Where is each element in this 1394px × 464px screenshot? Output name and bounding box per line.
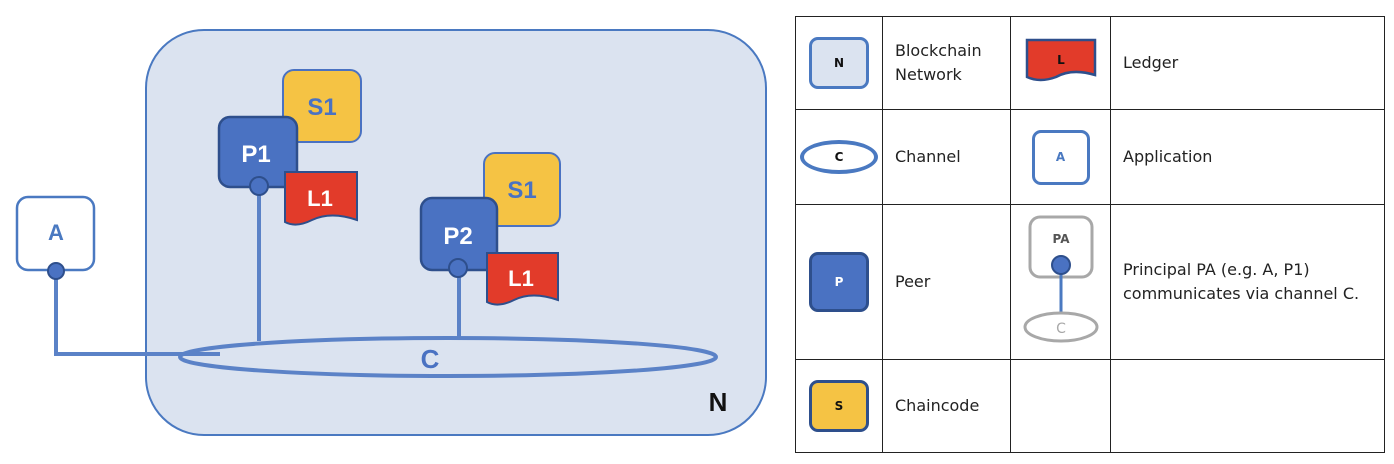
network-label: N <box>709 387 728 417</box>
application-connector-line <box>54 271 220 356</box>
application-label: A <box>48 220 64 245</box>
legend-row: P Peer PA C Principal PA (e.g. A, P1) co… <box>795 204 1385 360</box>
channel-ellipse <box>178 336 718 378</box>
peer2-chaincode-box <box>483 152 561 227</box>
peer-symbol: P <box>809 252 869 312</box>
legend-channel-symbol-cell: C <box>795 109 883 205</box>
application-symbol: A <box>1031 129 1090 185</box>
channel-label: C <box>421 344 440 374</box>
legend-row: C Channel A Application <box>795 109 1385 205</box>
legend-chaincode-label: Chaincode <box>882 359 1011 453</box>
legend-row: S Chaincode <box>795 359 1385 453</box>
legend-row: N Blockchain Network L Ledger <box>795 16 1385 110</box>
legend-ledger-symbol-cell: L <box>1010 16 1111 110</box>
network-symbol: N <box>809 37 869 89</box>
chaincode-symbol: S <box>809 380 869 432</box>
peer1-ledger-label: L1 <box>307 186 333 211</box>
peer2-connector-dot <box>448 258 468 278</box>
ledger-symbol: L <box>1025 38 1096 81</box>
legend-application-label: Application <box>1110 109 1385 205</box>
principal-channel-label: C <box>1056 321 1066 337</box>
network-diagram: N A C S1 P1 L1 S1 P2 L1 <box>15 29 767 436</box>
peer2-ledger-shape <box>486 252 559 306</box>
legend-empty-cell <box>1010 359 1111 453</box>
application-connector-dot <box>47 262 65 280</box>
ledger-symbol-label: L <box>1057 53 1065 67</box>
legend-peer-symbol-cell: P <box>795 204 883 360</box>
legend-empty-cell <box>1110 359 1385 453</box>
peer2-label: P2 <box>443 223 472 250</box>
legend-principal-symbol-cell: PA C <box>1010 204 1111 360</box>
legend-channel-label: Channel <box>882 109 1011 205</box>
legend-chaincode-symbol-cell: S <box>795 359 883 453</box>
legend-network-label: Blockchain Network <box>882 16 1011 110</box>
legend-peer-label: Peer <box>882 204 1011 360</box>
peer2-chaincode-label: S1 <box>507 177 536 204</box>
peer1-label: P1 <box>241 141 270 168</box>
peer1-connector-dot <box>249 176 269 196</box>
legend-principal-label: Principal PA (e.g. A, P1) communicates v… <box>1110 204 1385 360</box>
peer1-chaincode-box <box>282 69 362 143</box>
peer2-ledger-label: L1 <box>508 266 534 291</box>
peer1-chaincode-label: S1 <box>307 94 336 121</box>
legend-ledger-label: Ledger <box>1110 16 1385 110</box>
principal-symbol-label: PA <box>1052 232 1070 246</box>
peer1-ledger-shape <box>284 171 358 226</box>
channel-symbol: C <box>800 140 878 174</box>
legend-network-symbol-cell: N <box>795 16 883 110</box>
principal-symbol: PA C <box>1023 215 1098 342</box>
legend-application-symbol-cell: A <box>1010 109 1111 205</box>
legend-table: N Blockchain Network L Ledger C Channel … <box>795 16 1385 453</box>
